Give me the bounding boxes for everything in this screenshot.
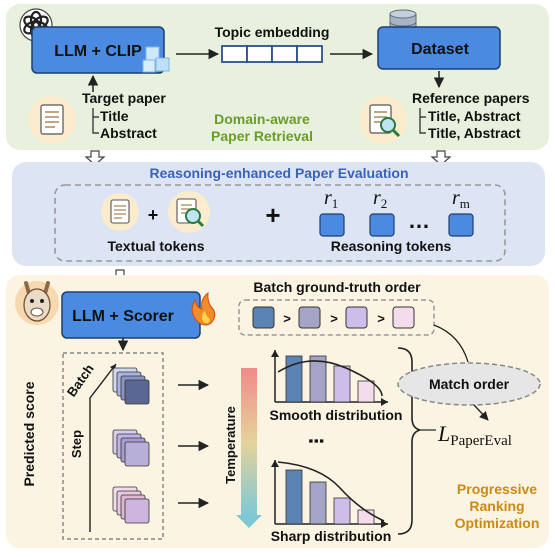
match-order-ellipse bbox=[397, 362, 541, 406]
textual-tokens-label: Textual tokens bbox=[108, 238, 205, 254]
target-paper-label: Target paper bbox=[82, 90, 166, 106]
reference-bracket bbox=[419, 108, 426, 134]
loss-label: LPaperEval bbox=[437, 421, 512, 449]
llm-clip-box bbox=[31, 26, 165, 74]
reference-papers-icon bbox=[359, 96, 407, 144]
ranking-title-line2: Ranking bbox=[469, 498, 524, 514]
svg-text:r2: r2 bbox=[373, 187, 387, 211]
tokens-plus: + bbox=[265, 200, 280, 230]
gt-to-match-line bbox=[433, 324, 469, 363]
temperature-bar bbox=[241, 368, 257, 516]
sharp-distribution-label: Sharp distribution bbox=[271, 528, 392, 544]
axes-arrows bbox=[89, 363, 117, 532]
reasoning-tokens-label: Reasoning tokens bbox=[331, 238, 452, 254]
stacked-cards-1 bbox=[112, 367, 150, 405]
batch-dashed-box bbox=[62, 352, 164, 540]
llama-icon bbox=[15, 281, 59, 325]
svg-text:>: > bbox=[377, 311, 385, 326]
target-paper-icon bbox=[28, 96, 76, 144]
gt-dashed-box bbox=[238, 299, 435, 336]
predicted-score-label: Predicted score bbox=[21, 381, 37, 486]
sharp-distribution-chart bbox=[271, 460, 388, 528]
reasoning-token-2: r2 bbox=[369, 187, 395, 237]
ice-cube-icon bbox=[142, 46, 170, 73]
evaluation-section bbox=[12, 162, 545, 266]
llm-scorer-label: LLM + Scorer bbox=[72, 308, 174, 325]
evaluation-title: Reasoning-enhanced Paper Evaluation bbox=[149, 165, 408, 181]
stacked-cards-3 bbox=[112, 486, 150, 524]
target-bracket bbox=[92, 108, 99, 134]
fire-icon bbox=[191, 291, 216, 326]
retrieval-to-eval-arrow-right bbox=[430, 150, 452, 166]
temperature-label: Temperature bbox=[223, 406, 238, 484]
dataset-label: Dataset bbox=[411, 41, 469, 58]
svg-text:>: > bbox=[330, 311, 338, 326]
reasoning-ellipsis: … bbox=[408, 208, 430, 233]
ranking-title-line3: Optimization bbox=[455, 515, 540, 531]
batch-gt-label: Batch ground-truth order bbox=[253, 279, 421, 295]
textual-paper-icon bbox=[101, 193, 139, 231]
smooth-distribution-chart bbox=[271, 350, 388, 406]
embedding-vector bbox=[221, 45, 323, 63]
match-to-loss-arrow bbox=[473, 404, 489, 421]
retrieval-title-line1: Domain-aware bbox=[214, 111, 310, 127]
svg-text:r1: r1 bbox=[324, 187, 338, 211]
reasoning-token-m: rm bbox=[448, 187, 474, 237]
dataset-box bbox=[377, 26, 501, 70]
vertical-dots: ⋮ bbox=[306, 432, 326, 450]
reference-field-2: Title, Abstract bbox=[428, 125, 521, 141]
retrieval-to-eval-arrow-left bbox=[84, 150, 106, 166]
textual-search-icon bbox=[168, 191, 210, 233]
retrieval-title-line2: Paper Retrieval bbox=[211, 128, 313, 144]
topic-embedding-label: Topic embedding bbox=[215, 24, 330, 40]
step-label: Step bbox=[69, 430, 84, 458]
ranking-title-line1: Progressive bbox=[457, 481, 537, 497]
stacked-cards-2 bbox=[112, 429, 150, 467]
gt-order: > > > bbox=[252, 306, 415, 329]
textual-plus: + bbox=[148, 205, 159, 225]
temperature-arrowhead bbox=[236, 515, 262, 528]
llm-clip-label: LLM + CLIP bbox=[54, 43, 142, 60]
target-abstract-field: Abstract bbox=[100, 125, 157, 141]
smooth-distribution-label: Smooth distribution bbox=[270, 407, 403, 423]
reference-field-1: Title, Abstract bbox=[428, 108, 521, 124]
match-order-label: Match order bbox=[429, 376, 510, 392]
reference-papers-label: Reference papers bbox=[412, 90, 530, 106]
svg-text:>: > bbox=[283, 311, 291, 326]
target-title-field: Title bbox=[100, 108, 129, 124]
ranking-section bbox=[6, 275, 549, 548]
svg-text:rm: rm bbox=[452, 187, 470, 211]
evaluation-dashed-box bbox=[54, 184, 506, 262]
reasoning-token-1: r1 bbox=[319, 187, 345, 237]
